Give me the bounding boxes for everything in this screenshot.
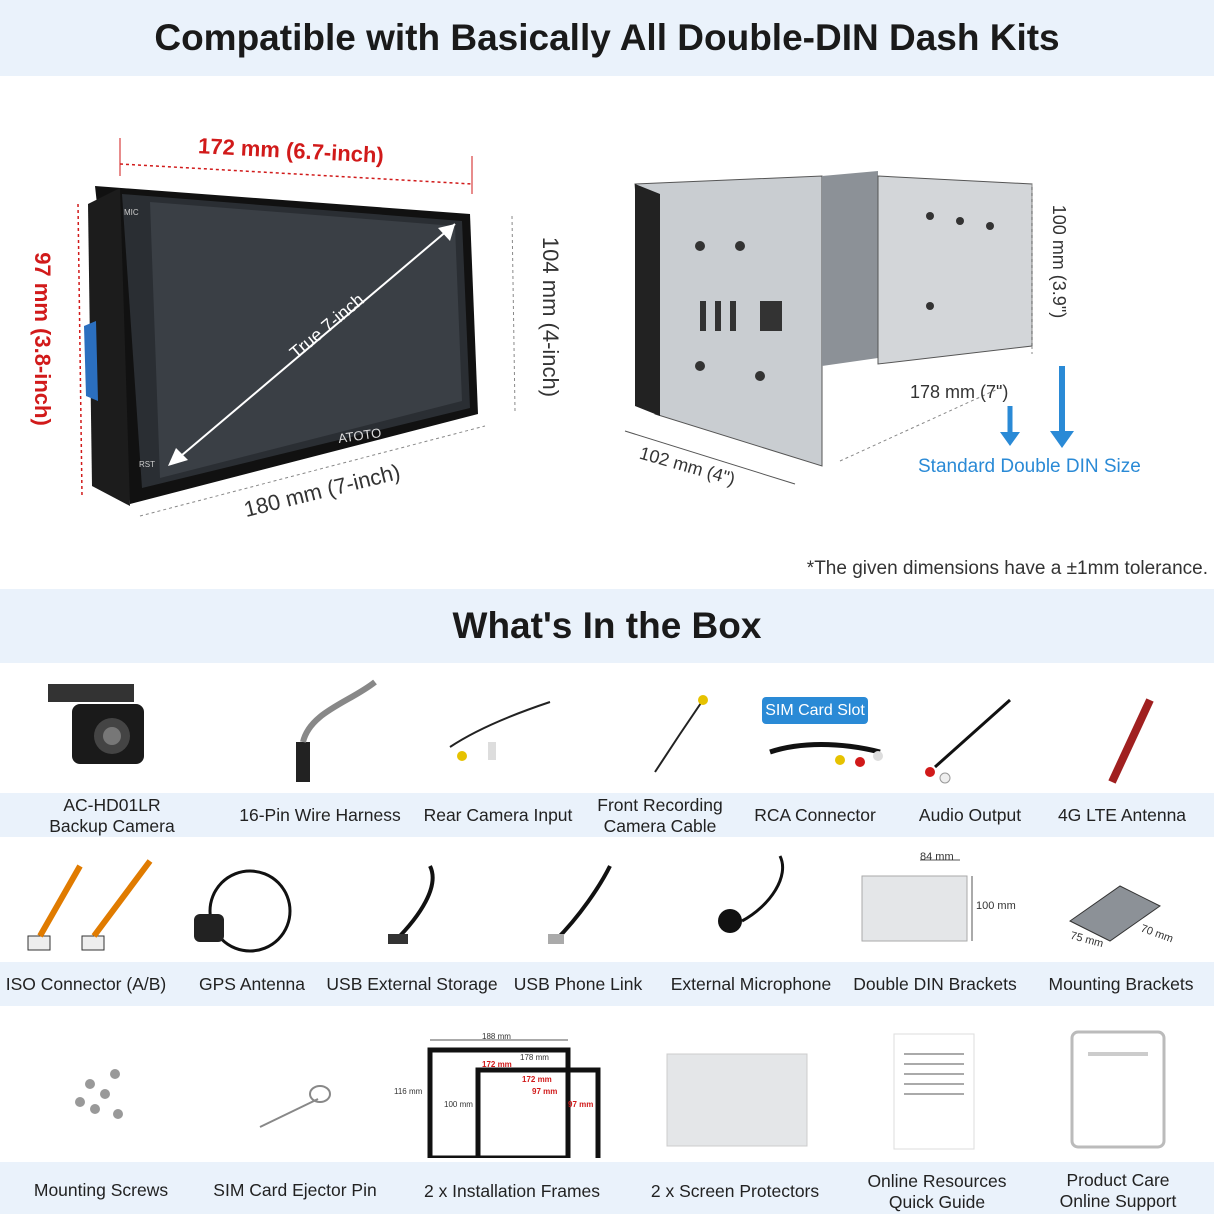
head-unit-image — [84, 186, 478, 506]
item-mounting-screws: Mounting Screws — [33, 1180, 169, 1200]
usb-storage-icon — [388, 865, 435, 944]
frame-dim-f: 100 mm — [444, 1100, 473, 1109]
item-iso-connector: ISO Connector (A/B) — [5, 974, 167, 994]
frame-dim-d: 172 mm — [522, 1075, 552, 1084]
dimension-diagram — [77, 138, 1074, 517]
ejector-pin-icon — [259, 1085, 331, 1128]
quick-guide-icon — [893, 1033, 975, 1150]
chassis-width-label: 178 mm (7") — [910, 382, 1009, 402]
item-usb-storage: USB External Storage — [326, 974, 498, 994]
item-screen-protectors: 2 x Screen Protectors — [650, 1181, 820, 1201]
mounting-brackets-icon — [1069, 885, 1161, 942]
backup-camera-icon — [48, 684, 144, 764]
frame-dim-g: 97 mm — [532, 1087, 558, 1096]
bracket-width-label: 84 mm — [920, 851, 954, 863]
row1-label-strip — [0, 793, 1214, 837]
screen-protector-icon — [666, 1053, 808, 1147]
chassis-image — [634, 171, 1033, 467]
usb-phone-link-icon — [548, 865, 612, 944]
frame-dim-e: 116 mm — [394, 1087, 423, 1096]
row2-label-strip — [0, 962, 1214, 1006]
rca-connector-icon — [769, 742, 883, 767]
row1-images — [48, 679, 1154, 784]
row2-images — [27, 855, 1161, 953]
item-rear-camera-input: Rear Camera Input — [423, 805, 573, 825]
external-microphone-icon — [718, 855, 785, 933]
audio-output-icon — [925, 698, 1011, 784]
double-din-brackets-icon — [861, 859, 973, 942]
height-right-label: 104 mm (4-inch) — [538, 236, 564, 398]
item-mounting-brackets: Mounting Brackets — [1048, 974, 1194, 994]
frame-dim-b: 178 mm — [520, 1053, 549, 1062]
screws-icon — [75, 1069, 123, 1119]
product-care-icon — [1070, 1030, 1166, 1149]
item-double-din-brackets: Double DIN Brackets — [853, 974, 1017, 994]
iso-connector-icon — [27, 859, 153, 951]
standard-size-label: Standard Double DIN Size — [918, 456, 1141, 477]
front-recording-cable-icon — [654, 695, 708, 773]
installation-frames-icon — [427, 1039, 601, 1158]
lte-antenna-icon — [1108, 698, 1154, 784]
row3-images — [75, 1030, 1166, 1158]
rear-camera-input-icon — [449, 701, 551, 761]
item-audio-output: Audio Output — [918, 805, 1022, 825]
dimension-section: 172 mm (6.7-inch) 97 mm (3.8-inch) 104 m… — [0, 76, 1214, 589]
frame-dim-h: 97 mm — [568, 1100, 594, 1109]
item-ejector-pin: SIM Card Ejector Pin — [213, 1180, 377, 1200]
tolerance-note: *The given dimensions have a ±1mm tolera… — [806, 558, 1208, 579]
frame-dim-c: 172 mm — [482, 1060, 512, 1069]
gps-antenna-icon — [194, 869, 292, 953]
item-installation-frames: 2 x Installation Frames — [423, 1181, 601, 1201]
heading-compatibility: Compatible with Basically All Double-DIN… — [0, 0, 1214, 76]
sim-card-slot-badge: SIM Card Slot — [762, 697, 868, 724]
item-rca-connector: RCA Connector — [754, 805, 876, 825]
item-usb-phone-link: USB Phone Link — [513, 974, 643, 994]
item-external-microphone: External Microphone — [670, 974, 832, 994]
heading-in-the-box: What's In the Box — [0, 589, 1214, 663]
row3-label-strip — [0, 1162, 1214, 1214]
diagonal-line — [174, 223, 456, 462]
item-wire-harness: 16-Pin Wire Harness — [239, 805, 401, 825]
frame-dim-a: 188 mm — [482, 1032, 511, 1041]
mic-label: MIC — [124, 208, 139, 217]
bracket-height-label: 100 mm — [976, 900, 1016, 912]
height-left-label: 97 mm (3.8-inch) — [29, 252, 55, 426]
rst-label: RST — [139, 460, 155, 469]
chassis-height-label: 100 mm (3.9") — [1049, 204, 1070, 319]
wire-harness-icon — [296, 679, 377, 782]
item-gps-antenna: GPS Antenna — [198, 974, 306, 994]
item-lte-antenna: 4G LTE Antenna — [1057, 805, 1187, 825]
